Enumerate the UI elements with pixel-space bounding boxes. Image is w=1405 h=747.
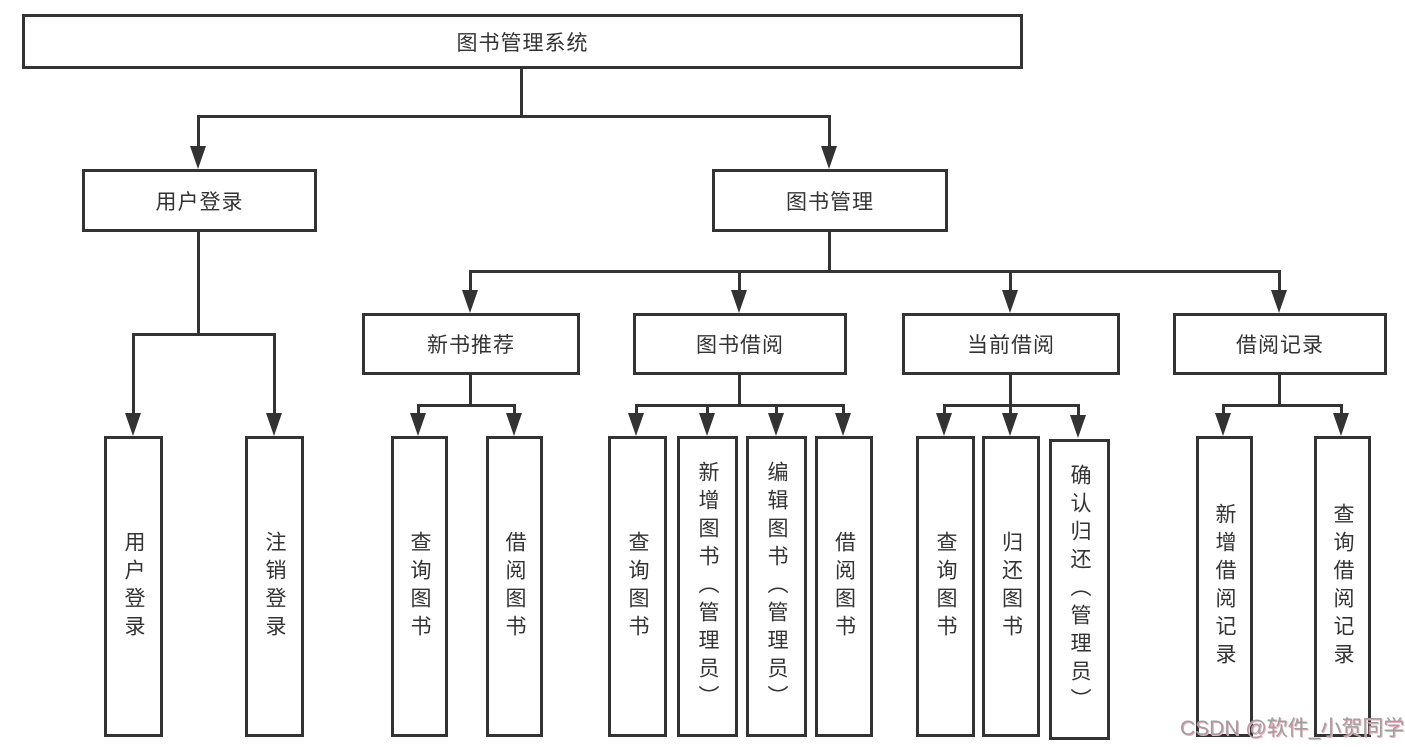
- node-current-borrow-label: 当前借阅: [967, 334, 1055, 357]
- leaf-newbook-borrow: 借阅图书: [486, 436, 543, 737]
- arrow-to-user-login: [190, 146, 206, 169]
- connector-user-login-stem: [197, 232, 200, 336]
- node-book-management-label: 图书管理: [786, 190, 874, 214]
- node-user-login-label: 用户登录: [155, 190, 244, 214]
- connector-borrow-records-stem: [1278, 375, 1281, 407]
- leaf-newbook-query-label: 查询图书: [408, 530, 431, 643]
- leaf-newbook-borrow-label: 借阅图书: [503, 530, 526, 643]
- connector-book-management-stem: [828, 232, 831, 272]
- connector-to-add-record: [1222, 404, 1225, 416]
- node-root-label: 图书管理系统: [456, 31, 589, 55]
- connector-to-leaf-logout: [273, 333, 276, 413]
- node-book-management: 图书管理: [712, 169, 948, 232]
- leaf-newbook-query: 查询图书: [391, 436, 448, 737]
- arrow-to-leaf-user-login: [125, 413, 141, 436]
- arrow-to-current-borrow: [1002, 290, 1018, 313]
- connector-to-borrow-book: [842, 404, 845, 416]
- arrow-to-add-book: [699, 413, 715, 436]
- arrow-to-current-query: [936, 413, 952, 436]
- leaf-return-book-label: 归还图书: [999, 530, 1023, 643]
- connector-level3-hbar: [469, 270, 1281, 273]
- csdn-watermark: CSDN @软件_小贺同学: [1180, 717, 1405, 740]
- leaf-logout: 注销登录: [245, 436, 304, 737]
- arrow-to-borrow-query: [628, 413, 644, 436]
- arrow-to-newbook-borrow: [506, 413, 522, 436]
- node-book-borrow: 图书借阅: [633, 313, 847, 375]
- arrow-to-return-book: [1002, 413, 1018, 436]
- connector-new-book-hbar: [417, 404, 516, 407]
- arrow-to-book-borrow: [731, 290, 747, 313]
- leaf-borrow-query-label: 查询图书: [626, 530, 649, 643]
- connector-to-current-query: [943, 404, 946, 416]
- leaf-confirm-return-admin: 确认归还（管理员）: [1049, 439, 1110, 740]
- connector-to-current-borrow: [1009, 270, 1012, 292]
- connector-to-book-borrow: [738, 270, 741, 292]
- leaf-logout-label: 注销登录: [263, 530, 286, 643]
- connector-to-add-book: [706, 404, 709, 416]
- leaf-borrow-query: 查询图书: [608, 436, 667, 737]
- connector-current-borrow-stem: [1009, 375, 1012, 407]
- connector-to-book-management: [828, 115, 831, 147]
- leaf-user-login-label: 用户登录: [122, 530, 145, 643]
- connector-to-newbook-query: [417, 404, 420, 416]
- leaf-add-borrow-record: 新增借阅记录: [1196, 436, 1253, 737]
- arrow-to-query-record: [1333, 413, 1349, 436]
- connector-to-return-book: [1009, 404, 1012, 416]
- leaf-current-query: 查询图书: [916, 436, 975, 737]
- arrow-to-book-management: [821, 146, 837, 169]
- connector-to-leaf-user-login: [132, 333, 135, 413]
- node-book-borrow-label: 图书借阅: [696, 334, 784, 357]
- connector-to-edit-book: [775, 404, 778, 416]
- arrow-to-add-record: [1215, 413, 1231, 436]
- connector-book-borrow-hbar: [635, 404, 845, 407]
- connector-root-stem: [520, 69, 523, 117]
- arrow-to-confirm-return: [1070, 415, 1086, 438]
- leaf-add-borrow-record-label: 新增借阅记录: [1213, 502, 1236, 671]
- connector-to-borrow-query: [635, 404, 638, 416]
- leaf-user-login: 用户登录: [104, 436, 163, 737]
- arrow-to-newbook-query: [410, 413, 426, 436]
- connector-book-borrow-stem: [738, 375, 741, 407]
- connector-new-book-stem: [469, 375, 472, 407]
- node-new-book-recommend-label: 新书推荐: [427, 334, 515, 357]
- arrow-to-borrow-book: [835, 413, 851, 436]
- arrow-to-edit-book: [768, 413, 784, 436]
- connector-user-login-hbar: [132, 333, 276, 336]
- connector-to-newbook-borrow: [513, 404, 516, 416]
- leaf-borrow-book-label: 借阅图书: [832, 530, 856, 643]
- leaf-return-book: 归还图书: [982, 436, 1040, 737]
- node-borrow-records-label: 借阅记录: [1236, 334, 1324, 357]
- leaf-query-borrow-record: 查询借阅记录: [1314, 436, 1371, 737]
- node-new-book-recommend: 新书推荐: [362, 313, 580, 375]
- connector-to-query-record: [1340, 404, 1343, 416]
- leaf-add-book-admin: 新增图书（管理员）: [677, 436, 738, 737]
- connector-to-user-login: [197, 115, 200, 147]
- leaf-current-query-label: 查询图书: [934, 530, 957, 643]
- arrow-to-new-book-recommend: [462, 290, 478, 313]
- leaf-add-book-admin-label: 新增图书（管理员）: [696, 460, 719, 713]
- leaf-edit-book-admin: 编辑图书（管理员）: [746, 436, 807, 737]
- connector-borrow-records-hbar: [1222, 404, 1343, 407]
- arrow-to-leaf-logout: [266, 413, 282, 436]
- node-user-login: 用户登录: [82, 169, 317, 232]
- leaf-query-borrow-record-label: 查询借阅记录: [1331, 502, 1354, 671]
- connector-to-new-book-recommend: [469, 270, 472, 292]
- node-borrow-records: 借阅记录: [1173, 313, 1387, 375]
- leaf-confirm-return-admin-label: 确认归还（管理员）: [1068, 463, 1091, 716]
- node-root: 图书管理系统: [22, 14, 1023, 69]
- leaf-edit-book-admin-label: 编辑图书（管理员）: [765, 460, 788, 713]
- arrow-to-borrow-records: [1271, 290, 1287, 313]
- connector-to-confirm-return: [1077, 404, 1080, 416]
- connector-root-hbar: [197, 115, 831, 118]
- connector-to-borrow-records: [1278, 270, 1281, 292]
- leaf-borrow-book: 借阅图书: [815, 436, 873, 737]
- node-current-borrow: 当前借阅: [902, 313, 1120, 375]
